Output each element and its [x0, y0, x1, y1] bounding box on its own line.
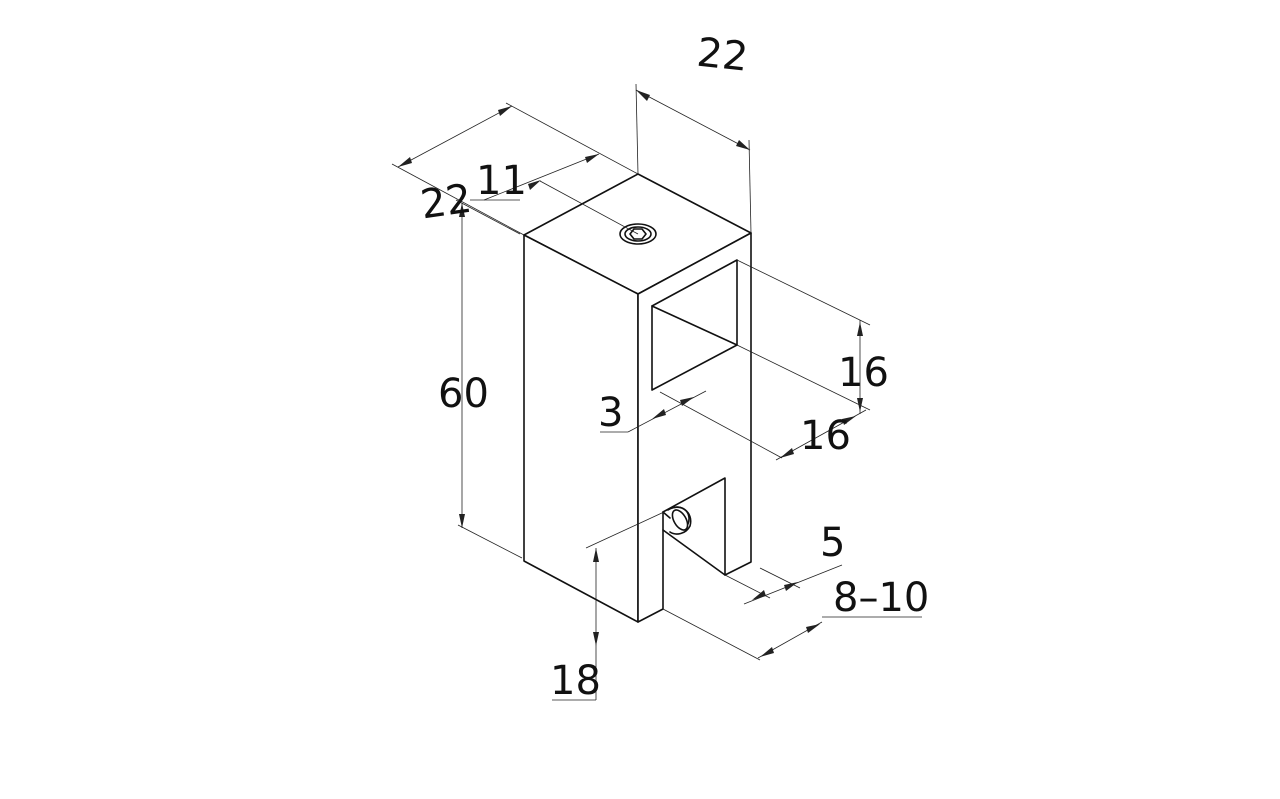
- dim-wall: 3: [598, 390, 623, 436]
- right-face: [637, 232, 752, 623]
- dim-hole-offset: 11: [476, 158, 527, 204]
- socket-screw-icon: [619, 223, 657, 245]
- dim-slot-height: 18: [550, 658, 601, 704]
- slot-floor-edge: [662, 529, 726, 576]
- grub-screw-icon: [667, 506, 692, 535]
- slot-inner-edge: [662, 511, 671, 519]
- dim-opening-height: 16: [838, 350, 889, 396]
- dim-width-right: 22: [695, 30, 750, 81]
- dim-height: 60: [438, 371, 489, 417]
- dim-opening-depth: 16: [800, 413, 851, 459]
- dimension-lines: [391, 83, 922, 701]
- opening-inner-edge: [651, 305, 738, 346]
- bracket-body: [523, 173, 752, 623]
- dimension-labels: 22 22 11 60 3 16 16 18 5 8–10: [418, 30, 930, 704]
- dim-clamp-range: 8–10: [833, 575, 929, 621]
- dim-width-left: 22: [418, 176, 475, 229]
- dim-slot-width: 5: [820, 520, 845, 566]
